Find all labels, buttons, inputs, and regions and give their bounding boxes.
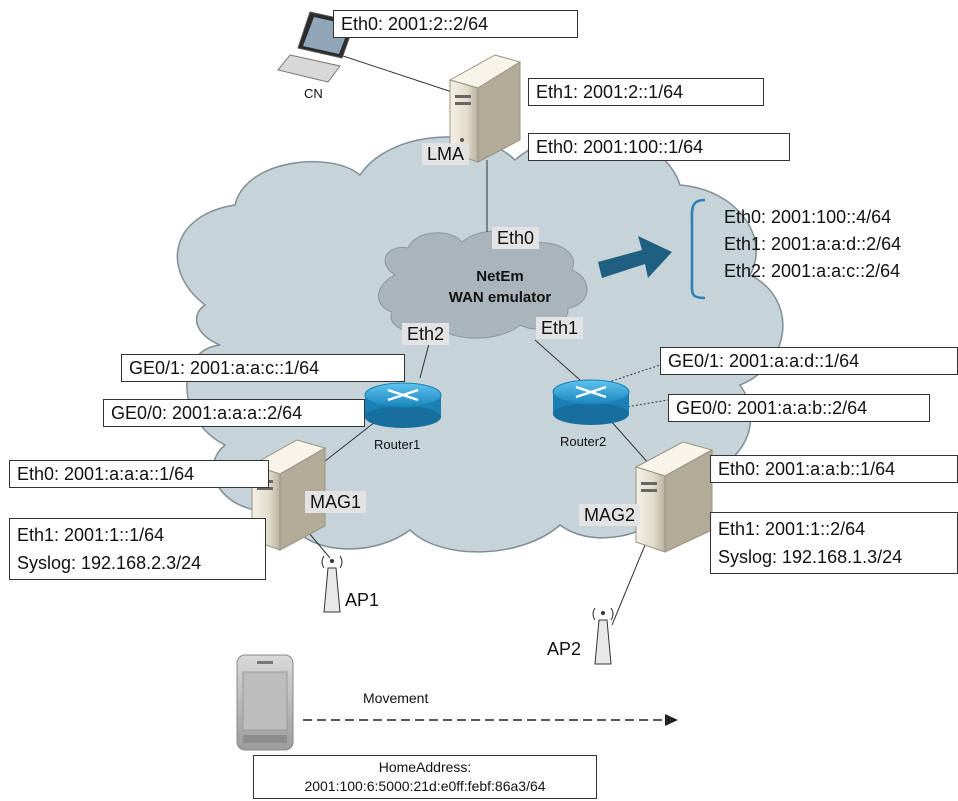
mag2-interfaces-box: Eth1: 2001:1::2/64 Syslog: 192.168.1.3/2… [710, 512, 958, 574]
mag2-eth1-label: Eth1: 2001:1::2/64 [718, 519, 866, 539]
lma-label: LMA [422, 143, 470, 165]
router2-label: Router2 [560, 434, 607, 449]
netem-iface-eth2: Eth2: 2001:a:a:c::2/64 [724, 261, 901, 281]
mag2-server-icon [634, 441, 714, 553]
ap2-antenna-icon [592, 607, 614, 665]
router1-ge01-label: GE0/1: 2001:a:a:c::1/64 [121, 354, 405, 382]
router2-ge00-label: GE0/0: 2001:a:a:b::2/64 [668, 394, 930, 422]
lma-server-icon [448, 54, 522, 163]
ap1-antenna-icon [321, 555, 343, 613]
netem-title: NetEm [476, 268, 524, 285]
movement-arrow [303, 714, 678, 726]
bracket [690, 198, 706, 300]
mag2-label: MAG2 [579, 504, 641, 526]
home-address-value: 2001:100:6:5000:21d:e0ff:febf:86a3/64 [304, 778, 546, 794]
cn-label: CN [304, 86, 323, 101]
ap1-label: AP1 [345, 590, 380, 610]
expand-arrow-icon [598, 236, 672, 278]
netem-iface-eth0: Eth0: 2001:100::4/64 [724, 207, 892, 227]
mag1-eth0-label: Eth0: 2001:a:a:a::1/64 [9, 460, 269, 488]
netem-iface-eth1: Eth1: 2001:a:a:d::2/64 [724, 234, 902, 254]
lma-eth1-label: Eth1: 2001:2::1/64 [528, 78, 764, 106]
router1-icon [364, 382, 442, 428]
mobile-phone-icon [236, 654, 294, 751]
mag1-interfaces-box: Eth1: 2001:1::1/64 Syslog: 192.168.2.3/2… [9, 518, 266, 580]
mag1-label: MAG1 [305, 491, 367, 513]
netem-subtitle: WAN emulator [448, 289, 552, 306]
netem-eth1-tag: Eth1 [536, 317, 584, 339]
movement-label: Movement [363, 690, 429, 706]
mag1-syslog-label: Syslog: 192.168.2.3/24 [17, 553, 202, 573]
router1-label: Router1 [374, 437, 421, 452]
home-address-title: HomeAddress: [378, 759, 472, 775]
mag1-eth1-label: Eth1: 2001:1::1/64 [17, 525, 165, 545]
home-address-box: HomeAddress: 2001:100:6:5000:21d:e0ff:fe… [253, 755, 597, 799]
router2-ge01-label: GE0/1: 2001:a:a:d::1/64 [660, 347, 958, 375]
mag2-eth0-label: Eth0: 2001:a:a:b::1/64 [710, 455, 958, 483]
ap2-label: AP2 [547, 639, 582, 659]
netem-eth0-tag: Eth0 [492, 227, 540, 249]
router2-icon [552, 379, 630, 425]
router1-ge00-label: GE0/0: 2001:a:a:a::2/64 [103, 399, 365, 427]
lma-eth0-label: Eth0: 2001:100::1/64 [528, 133, 790, 161]
netem-eth2-tag: Eth2 [402, 323, 450, 345]
cn-eth0-label: Eth0: 2001:2::2/64 [333, 10, 578, 38]
mag2-syslog-label: Syslog: 192.168.1.3/24 [718, 547, 903, 567]
